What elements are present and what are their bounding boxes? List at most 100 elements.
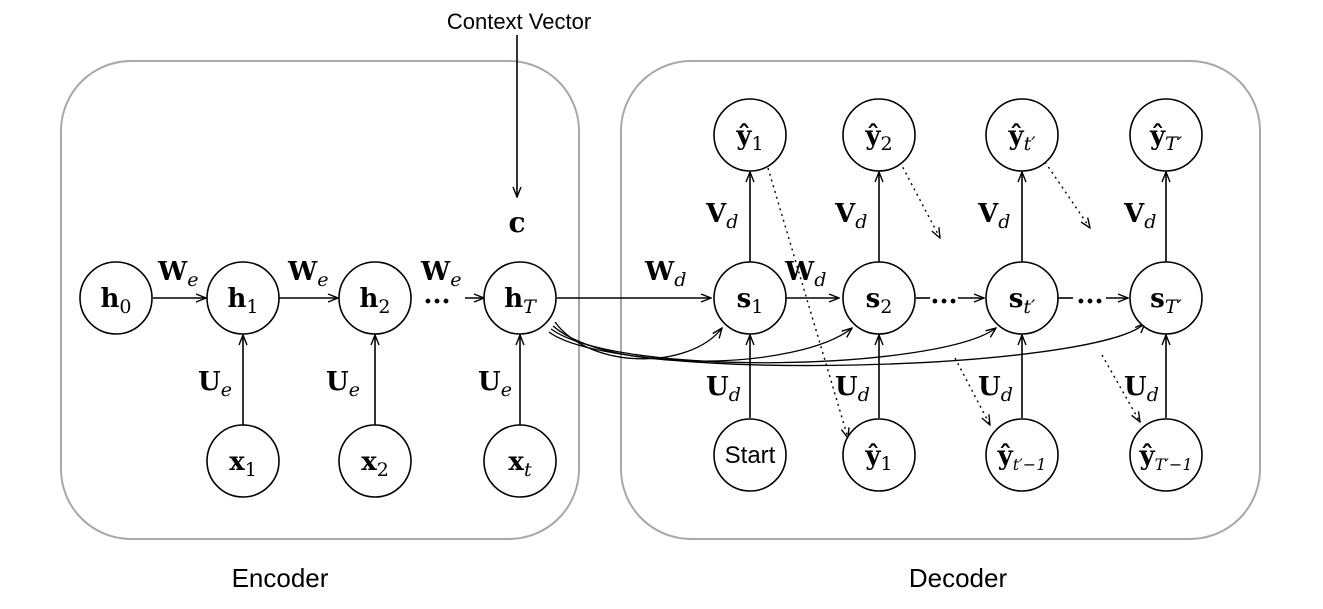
feedback-in-yT-dotted <box>1101 354 1140 422</box>
node-h2-base: h <box>360 284 379 314</box>
label-Ue-2: Ue <box>326 367 360 401</box>
label-We-3: We <box>420 257 461 291</box>
label-We-2: We <box>287 257 328 291</box>
node-hT: hT <box>483 261 557 335</box>
edge-hT-sT-curve <box>548 323 1145 367</box>
svg-text:ŷ1: ŷ1 <box>735 121 763 155</box>
node-in-yT-sub: T′−1 <box>1155 455 1193 474</box>
node-h0: h0 <box>79 261 153 335</box>
label-Vd-2: Vd <box>834 199 867 233</box>
decoder-ellipsis-1: ··· <box>930 287 957 317</box>
node-out-y1-base: ŷ <box>735 121 752 151</box>
svg-text:h1: h1 <box>228 284 259 318</box>
node-st: st′ <box>985 261 1059 335</box>
node-st-base: s <box>1009 284 1024 314</box>
node-s1: s1 <box>713 261 787 335</box>
node-h0-sub: 0 <box>119 296 131 318</box>
svg-text:ŷT′: ŷT′ <box>1149 121 1183 155</box>
svg-text:ŷt′: ŷt′ <box>1007 121 1036 155</box>
svg-text:ŷt′−1: ŷt′−1 <box>997 441 1047 474</box>
node-in-yT-base: ŷ <box>1139 441 1156 471</box>
label-We-1: We <box>157 257 198 291</box>
svg-text:x1: x1 <box>229 447 257 481</box>
node-x1-sub: 1 <box>245 459 257 481</box>
node-out-yt: ŷt′ <box>985 98 1059 172</box>
encoder-box <box>60 60 580 540</box>
node-sT-sub: T′ <box>1165 296 1183 318</box>
svg-text:st′: st′ <box>1009 284 1036 318</box>
label-Wd-2: Wd <box>784 257 826 291</box>
label-Ud-3: Ud <box>978 372 1013 406</box>
node-out-y2-sub: 2 <box>881 133 893 155</box>
node-xt: xt <box>483 424 557 498</box>
label-Vd-3: Vd <box>977 199 1010 233</box>
node-s2-sub: 2 <box>880 296 892 318</box>
node-xt-sub: t <box>524 459 532 481</box>
edge-hT-s2-curve <box>552 325 852 362</box>
node-start: Start <box>713 418 787 492</box>
node-out-y1: ŷ1 <box>713 98 787 172</box>
label-Vd-1: Vd <box>705 199 738 233</box>
decoder-ellipsis-2: ··· <box>1076 287 1103 317</box>
node-h2: h2 <box>338 261 412 335</box>
node-in-yT: ŷT′−1 <box>1129 418 1203 492</box>
node-st-sub: t′ <box>1023 296 1036 318</box>
node-s1-sub: 1 <box>751 296 763 318</box>
node-in-yt-sub: t′−1 <box>1013 455 1047 474</box>
node-out-y1-sub: 1 <box>752 133 764 155</box>
node-x2-sub: 2 <box>377 459 389 481</box>
node-in-y1-sub: 1 <box>881 453 893 475</box>
node-x2-base: x <box>361 447 377 477</box>
node-sT: sT′ <box>1129 261 1203 335</box>
node-s2-base: s <box>866 284 881 314</box>
node-x1: x1 <box>206 424 280 498</box>
node-hT-base: h <box>504 284 523 314</box>
node-out-y2: ŷ2 <box>842 98 916 172</box>
decoder-label: Decoder <box>909 563 1008 593</box>
node-sT-base: s <box>1150 284 1165 314</box>
node-in-y1: ŷ1 <box>842 418 916 492</box>
label-Ue-3: Ue <box>478 367 512 401</box>
node-x1-base: x <box>229 447 245 477</box>
node-h1-sub: 1 <box>246 296 258 318</box>
node-h1-base: h <box>228 284 247 314</box>
label-Ud-4: Ud <box>1124 372 1159 406</box>
node-in-yt-base: ŷ <box>997 441 1014 471</box>
node-x2: x2 <box>338 424 412 498</box>
feedback-y1-dotted <box>767 167 848 438</box>
feedback-y2-dotted <box>899 161 940 238</box>
node-h1: h1 <box>206 261 280 335</box>
edge-hT-st-curve <box>550 328 996 364</box>
node-s1-base: s <box>737 284 752 314</box>
svg-text:s1: s1 <box>737 284 764 318</box>
feedback-yt-dotted <box>1044 161 1090 228</box>
svg-text:sT′: sT′ <box>1150 284 1182 318</box>
encoder-label: Encoder <box>232 563 329 593</box>
label-Ue-1: Ue <box>198 367 232 401</box>
node-out-y2-base: ŷ <box>864 121 881 151</box>
node-h0-base: h <box>101 284 120 314</box>
node-xt-base: x <box>508 447 524 477</box>
svg-text:xt: xt <box>508 447 532 481</box>
label-Ud-2: Ud <box>835 372 870 406</box>
svg-text:x2: x2 <box>361 447 389 481</box>
svg-text:ŷ1: ŷ1 <box>864 441 892 475</box>
decoder-box <box>620 60 1261 540</box>
node-out-yT-sub: T′ <box>1165 133 1183 155</box>
node-in-yt: ŷt′−1 <box>985 418 1059 492</box>
node-hT-sub: T <box>523 296 537 318</box>
encoder-ellipsis: ··· <box>423 287 450 317</box>
edge-hT-s1-curve <box>554 321 722 360</box>
node-h2-sub: 2 <box>378 296 390 318</box>
node-out-yt-sub: t′ <box>1024 133 1037 155</box>
svg-text:h2: h2 <box>360 284 391 318</box>
svg-text:hT: hT <box>504 284 537 318</box>
context-symbol: c <box>508 206 525 239</box>
node-out-yT: ŷT′ <box>1129 98 1203 172</box>
svg-text:h0: h0 <box>101 284 132 318</box>
label-Ud-1: Ud <box>706 372 741 406</box>
node-out-yT-base: ŷ <box>1149 121 1166 151</box>
context-vector-title: Context Vector <box>447 9 591 34</box>
feedback-in-yt-dotted <box>954 357 990 425</box>
